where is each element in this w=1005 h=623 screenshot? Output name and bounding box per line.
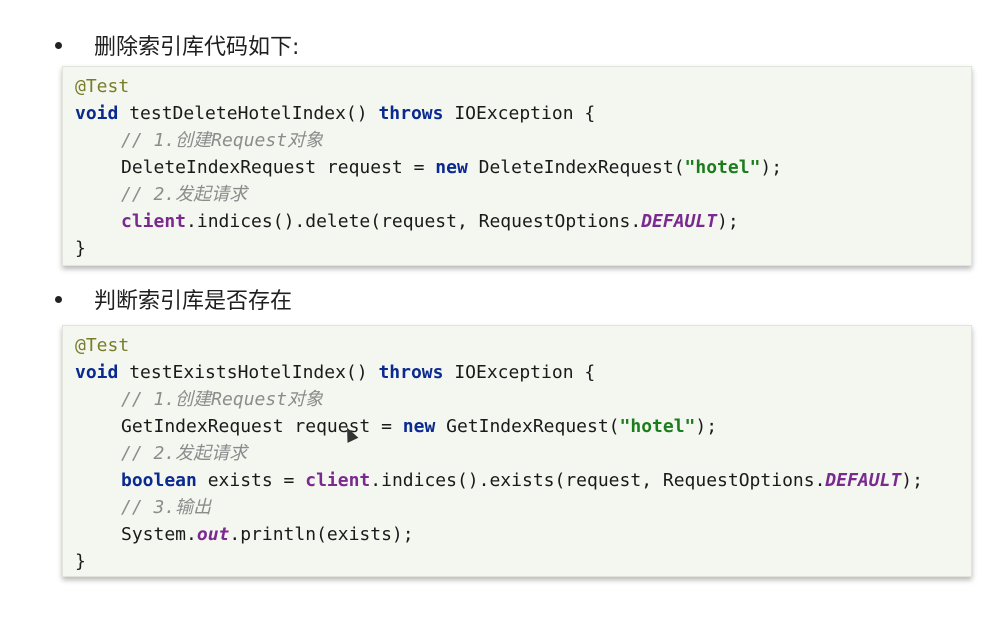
code-text: .indices().delete(request, RequestOption… [186, 211, 642, 232]
code-block-exists-index: @Test void testExistsHotelIndex() throws… [62, 325, 972, 577]
static-field: out [196, 524, 230, 545]
code-line: void testDeleteHotelIndex() throws IOExc… [75, 100, 971, 127]
heading-text: 判断索引库是否存在 [94, 289, 293, 314]
comment: // 2.发起请求 [121, 443, 248, 464]
bullet-heading-exists: 判断索引库是否存在 [55, 284, 292, 314]
code-line: GetIndexRequest request = new GetIndexRe… [75, 413, 971, 440]
string-literal: "hotel" [619, 416, 696, 437]
bullet-heading-delete: 删除索引库代码如下: [55, 30, 299, 60]
bullet-dot [55, 41, 62, 49]
code-block-delete-index: @Test void testDeleteHotelIndex() throws… [62, 66, 972, 266]
keyword: throws [378, 103, 444, 124]
field-reference: client [121, 211, 187, 232]
comment: // 3.输出 [121, 497, 212, 518]
code-line: // 1.创建Request对象 [75, 127, 971, 154]
code-line: boolean exists = client.indices().exists… [75, 467, 971, 494]
code-line: // 2.发起请求 [75, 181, 971, 208]
code-line: } [75, 235, 971, 262]
code-line: System.out.println(exists); [75, 521, 971, 548]
code-text: .println(exists); [229, 524, 414, 545]
code-text: System. [121, 524, 197, 545]
code-text: .indices().exists(request, RequestOption… [370, 470, 826, 491]
code-text: ); [760, 157, 783, 178]
comment: // 1.创建Request对象 [121, 130, 324, 151]
code-line: @Test [75, 73, 971, 100]
code-line: } [75, 548, 971, 575]
code-line: DeleteIndexRequest request = new DeleteI… [75, 154, 971, 181]
keyword: throws [378, 362, 444, 383]
bullet-dot [55, 295, 62, 303]
keyword: new [435, 157, 468, 178]
code-line: // 3.输出 [75, 494, 971, 521]
code-text: GetIndexRequest( [435, 416, 620, 437]
keyword: boolean [121, 470, 197, 491]
keyword: void [75, 103, 119, 124]
keyword: void [75, 362, 119, 383]
exception-type: IOException { [443, 362, 596, 383]
code-text: ); [901, 470, 923, 491]
heading-text: 删除索引库代码如下: [94, 35, 300, 60]
method-signature: testDeleteHotelIndex() [118, 103, 379, 124]
brace: } [75, 238, 86, 259]
code-text: DeleteIndexRequest( [467, 157, 685, 178]
code-text: ); [717, 211, 739, 232]
code-line: // 1.创建Request对象 [75, 386, 971, 413]
annotation: @Test [75, 335, 130, 356]
code-line: client.indices().delete(request, Request… [75, 208, 971, 235]
constant: DEFAULT [641, 211, 718, 232]
code-text: GetIndexRequest request = [121, 416, 403, 437]
constant: DEFAULT [825, 470, 902, 491]
comment: // 1.创建Request对象 [121, 389, 324, 410]
code-line: void testExistsHotelIndex() throws IOExc… [75, 359, 971, 386]
string-literal: "hotel" [684, 157, 761, 178]
comment: // 2.发起请求 [121, 184, 248, 205]
annotation: @Test [75, 76, 130, 97]
code-text: DeleteIndexRequest request = [121, 157, 436, 178]
exception-type: IOException { [443, 103, 596, 124]
keyword: new [402, 416, 436, 437]
code-line: // 2.发起请求 [75, 440, 971, 467]
code-text: ); [695, 416, 718, 437]
code-text: exists = [196, 470, 306, 491]
brace: } [75, 551, 86, 572]
code-line: @Test [75, 332, 971, 359]
field-reference: client [305, 470, 371, 491]
method-signature: testExistsHotelIndex() [118, 362, 379, 383]
